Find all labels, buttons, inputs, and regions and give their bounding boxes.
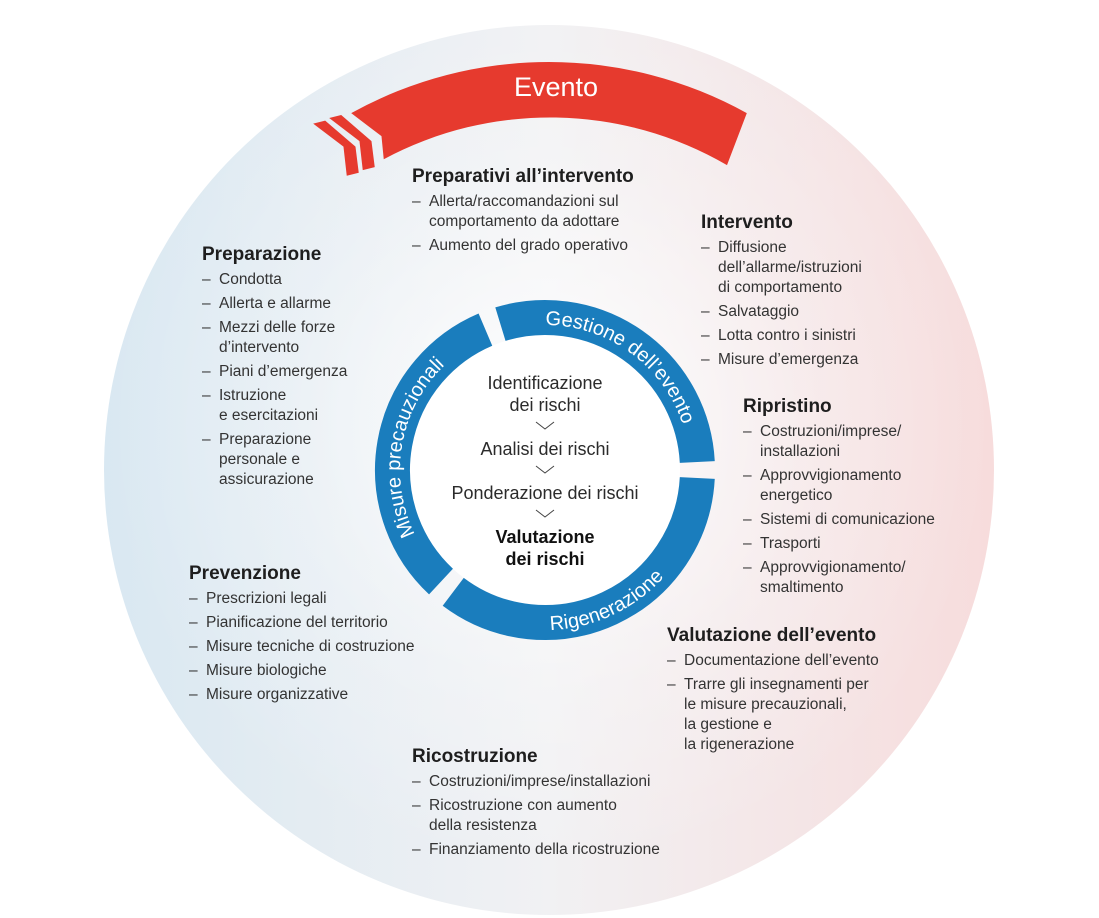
section-list: Documentazione dell’eventoTrarre gli ins… — [667, 651, 879, 755]
section-title: Intervento — [701, 212, 793, 233]
list-item: Trasporti — [743, 534, 935, 554]
event-banner-label: Evento — [514, 72, 598, 102]
list-item: Diffusione dell’allarme/istruzioni di co… — [701, 238, 862, 298]
step-analisi: Analisi dei rischi — [480, 439, 610, 459]
ring-segment-misure — [375, 313, 493, 595]
ring-segment-gestione — [495, 300, 715, 464]
step-identificazione: Identificazione dei rischi — [487, 373, 603, 415]
list-item: Costruzioni/imprese/installazioni — [412, 772, 660, 792]
section-title: Ricostruzione — [412, 746, 538, 767]
section-title: Prevenzione — [189, 563, 301, 584]
section-list: Costruzioni/imprese/ installazioniApprov… — [743, 422, 935, 598]
risk-cycle-ring — [375, 300, 715, 640]
list-item: Sistemi di comunicazione — [743, 510, 935, 530]
list-item: Approvvigionamento/ smaltimento — [743, 558, 935, 598]
step-ponderazione: Ponderazione dei rischi — [451, 483, 639, 503]
list-item: Allerta e allarme — [202, 294, 347, 314]
section-title: Preparazione — [202, 244, 322, 265]
section-preparativi: Preparativi all’interventoAllerta/raccom… — [412, 166, 634, 260]
list-item: Allerta/raccomandazioni sul comportament… — [412, 192, 634, 232]
section-ricostruzione: RicostruzioneCostruzioni/imprese/install… — [412, 746, 660, 864]
event-banner: Evento — [313, 62, 747, 176]
list-item: Istruzione e esercitazioni — [202, 386, 347, 426]
list-item: Prescrizioni legali — [189, 589, 415, 609]
list-item: Preparazione personale e assicurazione — [202, 430, 347, 490]
inner-disc — [410, 335, 680, 605]
list-item: Trarre gli insegnamenti per le misure pr… — [667, 675, 879, 755]
section-title: Valutazione dell’evento — [667, 625, 877, 646]
list-item: Lotta contro i sinistri — [701, 326, 862, 346]
list-item: Pianificazione del territorio — [189, 613, 415, 633]
list-item: Misure biologiche — [189, 661, 415, 681]
chevron-icon — [329, 115, 375, 171]
section-list: Allerta/raccomandazioni sul comportament… — [412, 192, 634, 256]
section-title: Ripristino — [743, 396, 832, 417]
chevron-down-icon — [415, 460, 675, 482]
list-item: Aumento del grado operativo — [412, 236, 634, 256]
section-list: CondottaAllerta e allarmeMezzi delle for… — [202, 270, 347, 490]
list-item: Misure organizzative — [189, 685, 415, 705]
section-valutazione: Valutazione dell’eventoDocumentazione de… — [667, 625, 879, 759]
step-valutazione: Valutazione dei rischi — [495, 527, 595, 569]
section-title: Preparativi all’intervento — [412, 166, 634, 187]
section-ripristino: RipristinoCostruzioni/imprese/ installaz… — [743, 396, 935, 602]
list-item: Piani d’emergenza — [202, 362, 347, 382]
list-item: Mezzi delle forze d’intervento — [202, 318, 347, 358]
section-prevenzione: PrevenzionePrescrizioni legaliPianificaz… — [189, 563, 415, 709]
section-list: Prescrizioni legaliPianificazione del te… — [189, 589, 415, 705]
chevron-down-icon — [415, 416, 675, 438]
section-list: Diffusione dell’allarme/istruzioni di co… — [701, 238, 862, 370]
list-item: Salvataggio — [701, 302, 862, 322]
list-item: Misure tecniche di costruzione — [189, 637, 415, 657]
list-item: Costruzioni/imprese/ installazioni — [743, 422, 935, 462]
chevron-icon — [313, 120, 359, 176]
risk-assessment-steps: Identificazione dei rischi Analisi dei r… — [415, 372, 675, 570]
list-item: Misure d’emergenza — [701, 350, 862, 370]
section-intervento: InterventoDiffusione dell’allarme/istruz… — [701, 212, 862, 374]
ring-segment-rigenerazione — [442, 476, 715, 640]
section-list: Costruzioni/imprese/installazioniRicostr… — [412, 772, 660, 860]
section-preparazione: PreparazioneCondottaAllerta e allarmeMez… — [202, 244, 347, 494]
list-item: Finanziamento della ricostruzione — [412, 840, 660, 860]
list-item: Approvvigionamento energetico — [743, 466, 935, 506]
event-banner-shape — [351, 62, 747, 166]
list-item: Condotta — [202, 270, 347, 290]
list-item: Documentazione dell’evento — [667, 651, 879, 671]
list-item: Ricostruzione con aumento della resisten… — [412, 796, 660, 836]
chevron-down-icon — [415, 504, 675, 526]
